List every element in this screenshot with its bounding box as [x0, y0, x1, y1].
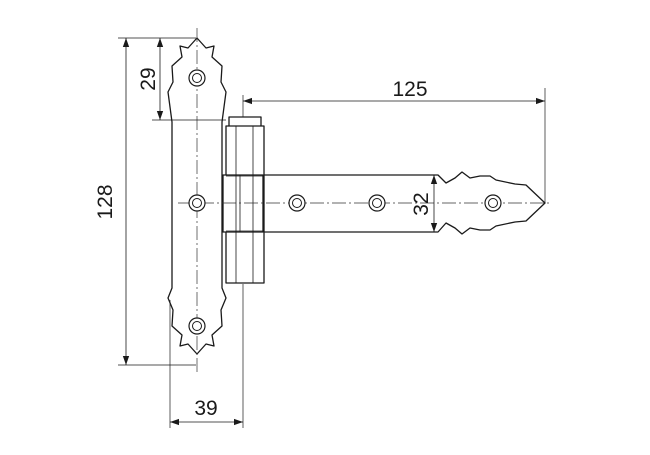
dimension-label-top-tip: 29 — [137, 67, 160, 90]
screw-hole — [484, 194, 502, 212]
dimension-label-strap-width: 32 — [410, 192, 433, 215]
screw-hole — [368, 194, 386, 212]
screw-hole — [188, 317, 206, 335]
dimension-label-height: 128 — [94, 184, 117, 219]
screw-hole — [188, 69, 206, 87]
screw-hole — [288, 194, 306, 212]
dimension-label-strap-length: 125 — [392, 78, 427, 101]
dimension-label-plate-width: 39 — [194, 397, 217, 420]
hinge-knuckle — [222, 116, 265, 284]
screw-hole — [188, 194, 206, 212]
